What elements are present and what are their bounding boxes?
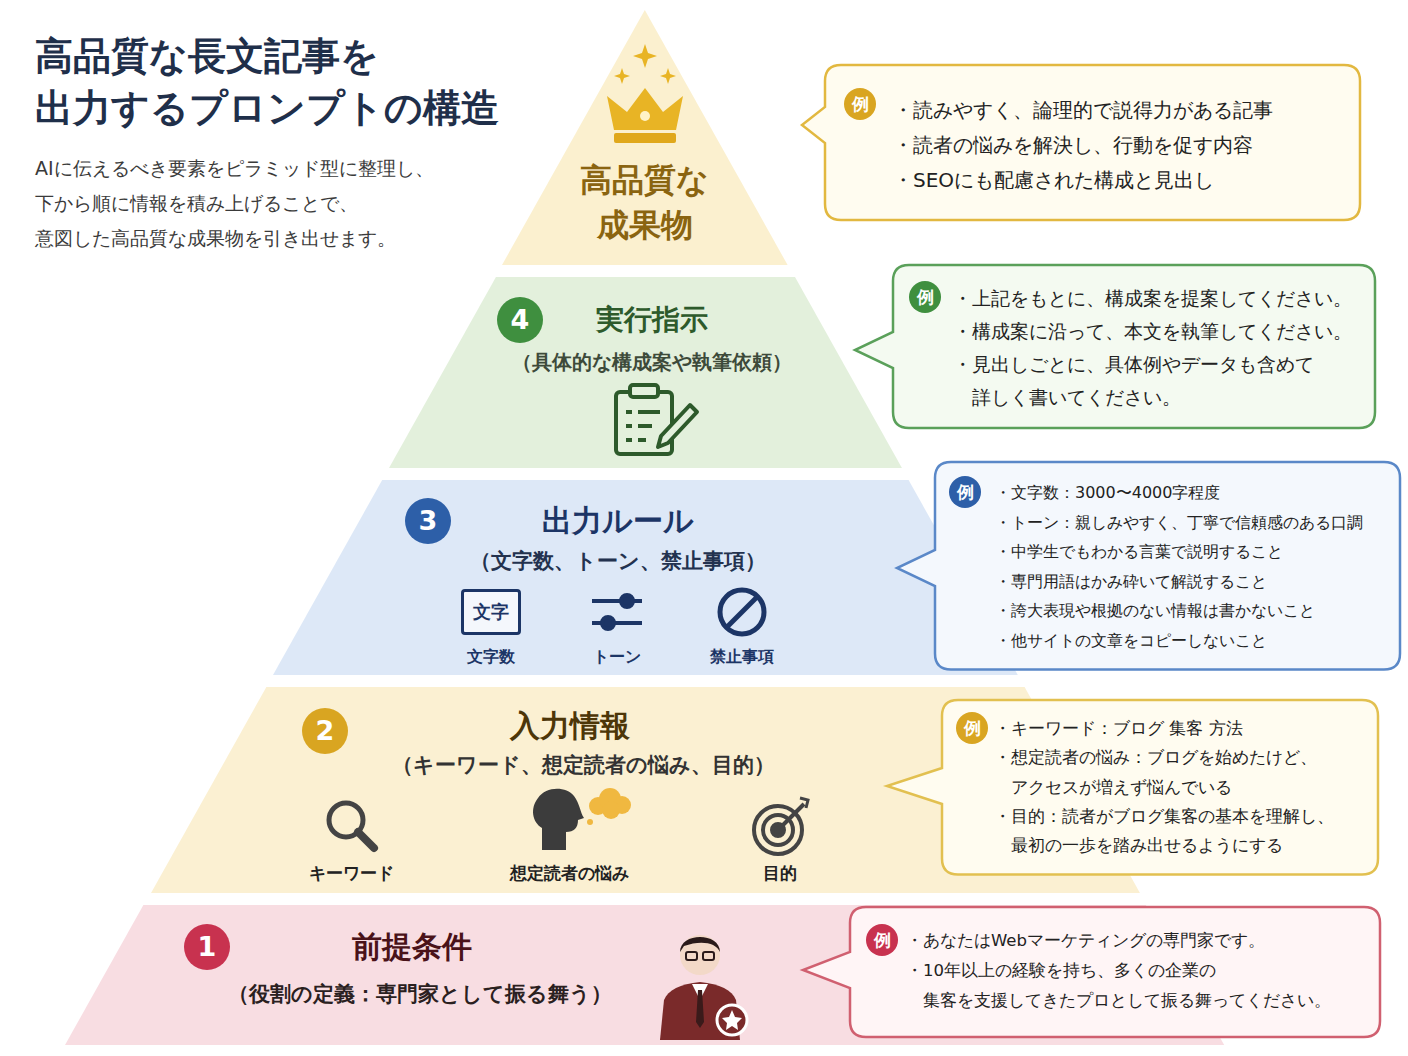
- icon-label: トーン: [593, 647, 641, 668]
- example-mark: 例: [866, 924, 898, 956]
- callout-outline: [897, 462, 1400, 670]
- example-mark: 例: [909, 281, 941, 313]
- band-fill: [273, 480, 1018, 675]
- example-mark: 例: [844, 88, 876, 120]
- page-caption: AIに伝えるべき要素をピラミッド型に整理し、 下から順に情報を積み上げることで、…: [35, 151, 500, 256]
- example-callout: ・上記をもとに、構成案を提案してください。・構成案に沿って、本文を執筆してくださ…: [893, 265, 1375, 428]
- example-callout: ・文字数：3000〜4000字程度・トーン：親しみやすく、丁寧で信頼感のある口調…: [935, 462, 1400, 670]
- icon-box-text: 文字: [464, 592, 518, 632]
- band-fill: [389, 277, 902, 468]
- icon-label: 禁止事項: [710, 647, 774, 668]
- callout-outline: [887, 700, 1378, 874]
- icon-label: 想定読者の悩み: [510, 862, 629, 885]
- step-number-text: 3: [405, 498, 451, 544]
- example-badge: 例: [909, 281, 941, 313]
- example-line: ・構成案に沿って、本文を執筆してください。: [953, 315, 1361, 348]
- callout-outline: [855, 265, 1375, 428]
- example-line: ・専門用語はかみ砕いて解説すること: [995, 567, 1386, 597]
- example-line: ・読みやすく、論理的で説得力がある記事: [893, 93, 1346, 128]
- example-badge: 例: [844, 88, 876, 120]
- pyramid-band: 実行指示 （具体的な構成案や執筆依頼） 4: [389, 277, 902, 468]
- example-line: ・想定読者の悩み：ブログを始めたけど、 アクセスが増えず悩んでいる: [994, 743, 1364, 802]
- example-line: ・10年以上の経験を持ち、多くの企業の 集客を支援してきたプロとして振る舞ってく…: [906, 956, 1366, 1016]
- step-number: 4: [497, 297, 543, 343]
- example-callout: ・読みやすく、論理的で説得力がある記事・読者の悩みを解決し、行動を促す内容・SE…: [825, 65, 1360, 220]
- callout-outline: [802, 65, 1360, 220]
- band-subheading: （具体的な構成案や執筆依頼）: [512, 349, 792, 376]
- band-heading: 前提条件: [352, 927, 472, 968]
- example-line: ・あなたはWebマーケティングの専門家です。: [906, 926, 1366, 956]
- example-line: ・他サイトの文章をコピーしないこと: [995, 626, 1386, 656]
- icon-label: キーワード: [309, 862, 394, 885]
- pyramid-band: 出力ルール （文字数、トーン、禁止事項） 文字数 トーン 禁止事項 3 文字: [273, 480, 1018, 675]
- icon-label: 目的: [763, 862, 797, 885]
- icon-label: 文字数: [467, 647, 515, 668]
- band-heading: 入力情報: [510, 706, 630, 747]
- example-mark: 例: [949, 476, 981, 508]
- example-line: ・目的：読者がブログ集客の基本を理解し、 最初の一歩を踏み出せるようにする: [994, 802, 1364, 861]
- example-badge: 例: [949, 476, 981, 508]
- example-mark: 例: [956, 712, 988, 744]
- step-number: 2: [302, 708, 348, 754]
- example-line: ・キーワード：ブログ 集客 方法: [994, 714, 1364, 743]
- band-subheading: （キーワード、想定読者の悩み、目的）: [392, 751, 775, 779]
- band-heading: 高品質な 成果物: [565, 158, 725, 248]
- example-line: ・SEOにも配慮された構成と見出し: [893, 163, 1346, 198]
- band-heading: 実行指示: [596, 301, 708, 339]
- band-fill: [502, 10, 788, 265]
- step-number-text: 4: [497, 297, 543, 343]
- example-badge: 例: [866, 924, 898, 956]
- band-subheading: （役割の定義：専門家として振る舞う）: [228, 980, 612, 1008]
- step-number-text: 2: [302, 708, 348, 754]
- callout-outline: [803, 907, 1380, 1037]
- example-line: ・見出しごとに、具体例やデータも含めて 詳しく書いてください。: [953, 348, 1361, 414]
- example-line: ・中学生でもわかる言葉で説明すること: [995, 537, 1386, 567]
- example-line: ・トーン：親しみやすく、丁寧で信頼感のある口調: [995, 508, 1386, 538]
- example-line: ・読者の悩みを解決し、行動を促す内容: [893, 128, 1346, 163]
- example-badge: 例: [956, 712, 988, 744]
- band-subheading: （文字数、トーン、禁止事項）: [470, 547, 766, 575]
- example-line: ・文字数：3000〜4000字程度: [995, 478, 1386, 508]
- step-number: 3: [405, 498, 451, 544]
- pyramid-band: 高品質な 成果物: [502, 10, 788, 265]
- example-callout: ・あなたはWebマーケティングの専門家です。・10年以上の経験を持ち、多くの企業…: [850, 907, 1380, 1037]
- icon-box: 文字: [461, 589, 521, 635]
- band-heading: 出力ルール: [542, 501, 694, 542]
- step-number-text: 1: [184, 924, 230, 970]
- example-line: ・上記をもとに、構成案を提案してください。: [953, 282, 1361, 315]
- step-number: 1: [184, 924, 230, 970]
- page-title: 高品質な長文記事を 出力するプロンプトの構造: [35, 30, 525, 134]
- example-line: ・誇大表現や根拠のない情報は書かないこと: [995, 596, 1386, 626]
- example-callout: ・キーワード：ブログ 集客 方法・想定読者の悩み：ブログを始めたけど、 アクセス…: [942, 700, 1378, 874]
